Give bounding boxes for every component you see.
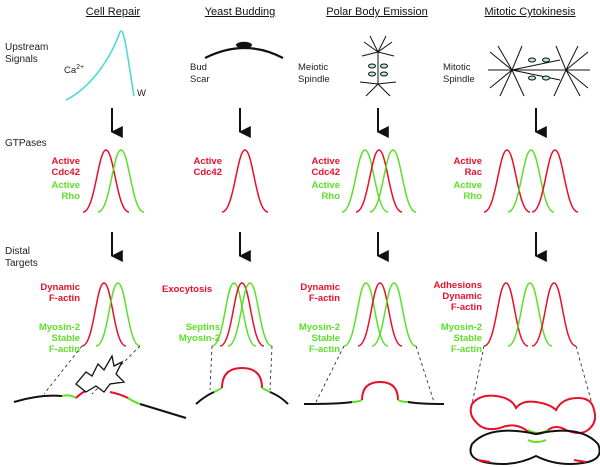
bud-scar-icon — [204, 41, 284, 59]
meiotic-spindle-icon — [359, 35, 397, 97]
gtpase-curve-red-c2 — [221, 149, 269, 213]
gtpase-curve-green-c1 — [97, 149, 145, 213]
target-curve-green-c2-right — [227, 282, 273, 347]
zoom-line — [269, 345, 273, 391]
target-label-c2-red: Exocytosis — [162, 284, 213, 295]
w-label: W — [137, 88, 146, 99]
header-cell-repair: Cell Repair — [85, 6, 141, 18]
cytokinesis-cells — [469, 394, 600, 465]
ca-label: Ca2+ — [64, 64, 85, 77]
target-curve-red-c2 — [219, 282, 265, 347]
target-curve-red-c1 — [81, 282, 127, 347]
gtpase-curve-red-c1 — [82, 149, 130, 213]
zoom-line — [471, 345, 485, 405]
mitotic-spindle-icon — [488, 45, 590, 97]
gtpase-curve-red-c3 — [355, 149, 403, 213]
zoom-line — [575, 345, 593, 405]
header-polar-body-emission: Polar Body Emission — [326, 6, 428, 18]
header-mitotic-cytokinesis: Mitotic Cytokinesis — [484, 6, 576, 18]
target-curve-green-c2-left — [211, 282, 257, 347]
cell-repair-membrane — [13, 354, 187, 419]
gtpase-curve-green-c3-left — [341, 149, 389, 213]
zoom-line — [315, 345, 345, 403]
zoom-line — [43, 345, 83, 395]
wound-debris-icon — [75, 354, 126, 393]
target-curve-green-c3-right — [371, 282, 417, 347]
target-curve-red-c4-right — [531, 282, 577, 347]
calcium-wave-curve — [65, 30, 135, 101]
target-curve-green-c4 — [507, 282, 553, 347]
gtpase-curve-red-c4-left — [483, 149, 531, 213]
gtpase-curve-green-c4 — [507, 149, 555, 213]
target-curve-green-c1 — [95, 282, 141, 347]
target-curve-green-c3-left — [343, 282, 389, 347]
zoom-line — [415, 345, 435, 403]
yeast-bud-membrane — [195, 366, 289, 405]
header-yeast-budding: Yeast Budding — [204, 6, 276, 18]
target-curve-red-c3 — [357, 282, 403, 347]
gtpase-curve-green-c3-right — [369, 149, 417, 213]
polar-body-membrane — [303, 380, 445, 405]
zoom-line — [209, 345, 213, 391]
target-curve-red-c4-left — [483, 282, 529, 347]
row-label-gtpases: GTPases — [5, 138, 47, 149]
gtpase-curve-red-c4-right — [531, 149, 579, 213]
